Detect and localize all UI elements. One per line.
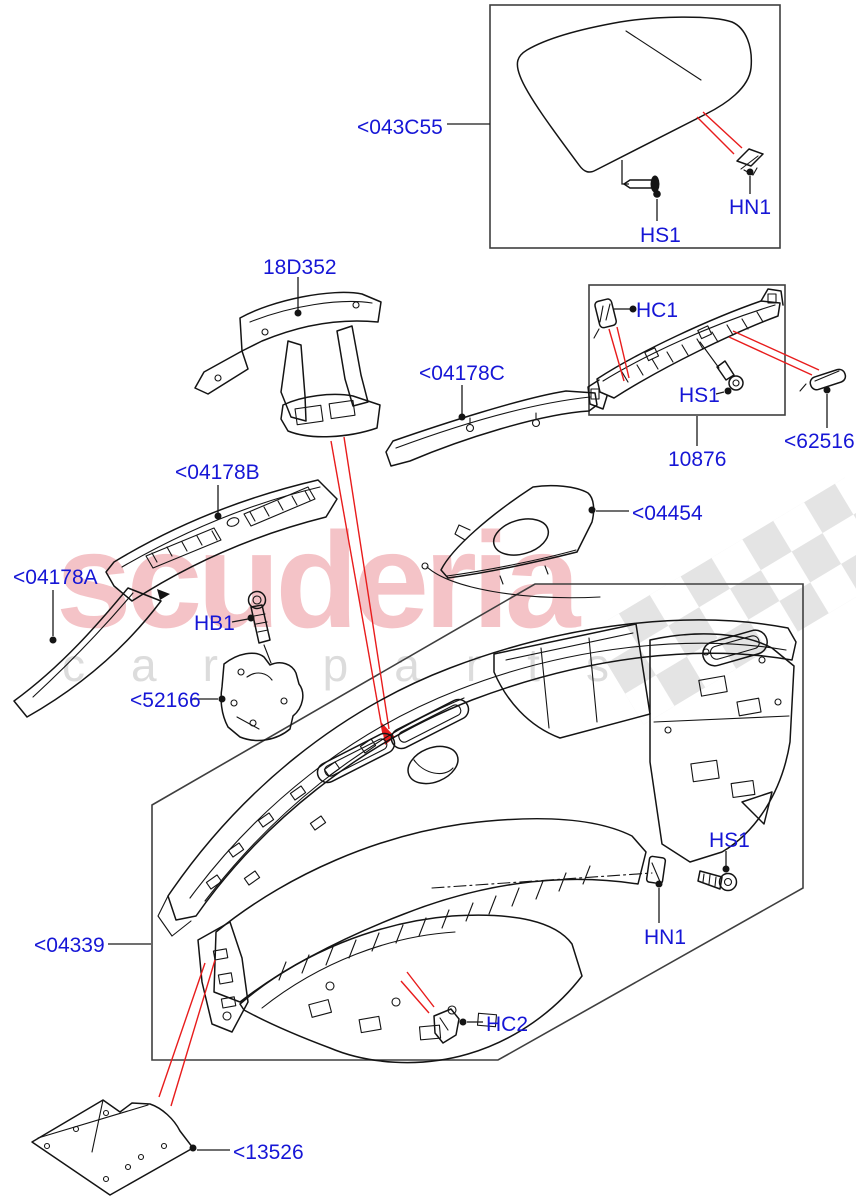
detail-box-10876 xyxy=(588,284,786,416)
detail-boxes xyxy=(151,4,804,1061)
fastener-label-hs1-top[interactable]: HS1 xyxy=(640,224,681,247)
part-label-04178c[interactable]: <04178C xyxy=(419,362,505,385)
part-label-62516[interactable]: <62516 xyxy=(784,430,855,453)
insulator-13526-drawing xyxy=(31,959,230,1196)
clip-62516-drawing xyxy=(728,330,847,428)
part-label-04178a[interactable]: <04178A xyxy=(13,566,98,589)
defroster-panel-10876-drawing xyxy=(587,288,784,446)
part-label-043c55[interactable]: <043C55 xyxy=(357,116,443,139)
speaker-panel-04454-drawing xyxy=(421,484,629,599)
detail-box-043c55 xyxy=(489,4,781,249)
part-label-10876[interactable]: 10876 xyxy=(668,448,727,471)
hs1-mid-screw-drawing xyxy=(699,341,744,395)
fastener-label-hs1-bottom[interactable]: HS1 xyxy=(709,829,750,852)
part-label-04178b[interactable]: <04178B xyxy=(175,461,260,484)
hs1-bottom-screw-drawing xyxy=(697,851,738,892)
watermark-brand-text: scuderia xyxy=(56,504,580,656)
trim-strip-04178c-drawing xyxy=(385,385,598,467)
fastener-label-hb1[interactable]: HB1 xyxy=(194,612,235,635)
hs1-top-screw-drawing xyxy=(621,160,661,221)
hn1-top-clip-drawing xyxy=(696,111,764,194)
part-label-04339[interactable]: <04339 xyxy=(34,934,105,957)
fastener-label-hc1[interactable]: HC1 xyxy=(636,299,679,322)
trim-strip-04178b-drawing xyxy=(105,479,338,602)
part-label-13526[interactable]: <13526 xyxy=(233,1141,304,1164)
hc1-clip-drawing xyxy=(593,298,637,382)
hb1-bolt-drawing xyxy=(231,590,272,664)
fastener-label-hn1-top[interactable]: HN1 xyxy=(729,196,772,219)
pillar-trim-04178a-drawing xyxy=(13,587,162,718)
hc2-clip-drawing xyxy=(400,971,483,1044)
part-label-18d352[interactable]: 18D352 xyxy=(263,256,337,279)
part-label-52166[interactable]: <52166 xyxy=(130,689,201,712)
bracket-52166-drawing xyxy=(192,652,304,742)
glass-panel-drawing xyxy=(516,16,753,173)
part-label-04454[interactable]: <04454 xyxy=(632,502,703,525)
hn1-bottom-clip-drawing xyxy=(645,855,667,923)
fastener-label-hc2[interactable]: HC2 xyxy=(486,1013,529,1036)
fastener-label-hs1-mid[interactable]: HS1 xyxy=(679,384,720,407)
crossmember-18d352-drawing xyxy=(194,277,395,745)
instrument-panel-drawing xyxy=(108,619,797,1064)
fastener-label-hn1-bottom[interactable]: HN1 xyxy=(644,926,687,949)
detail-box-04339 xyxy=(151,583,804,1061)
